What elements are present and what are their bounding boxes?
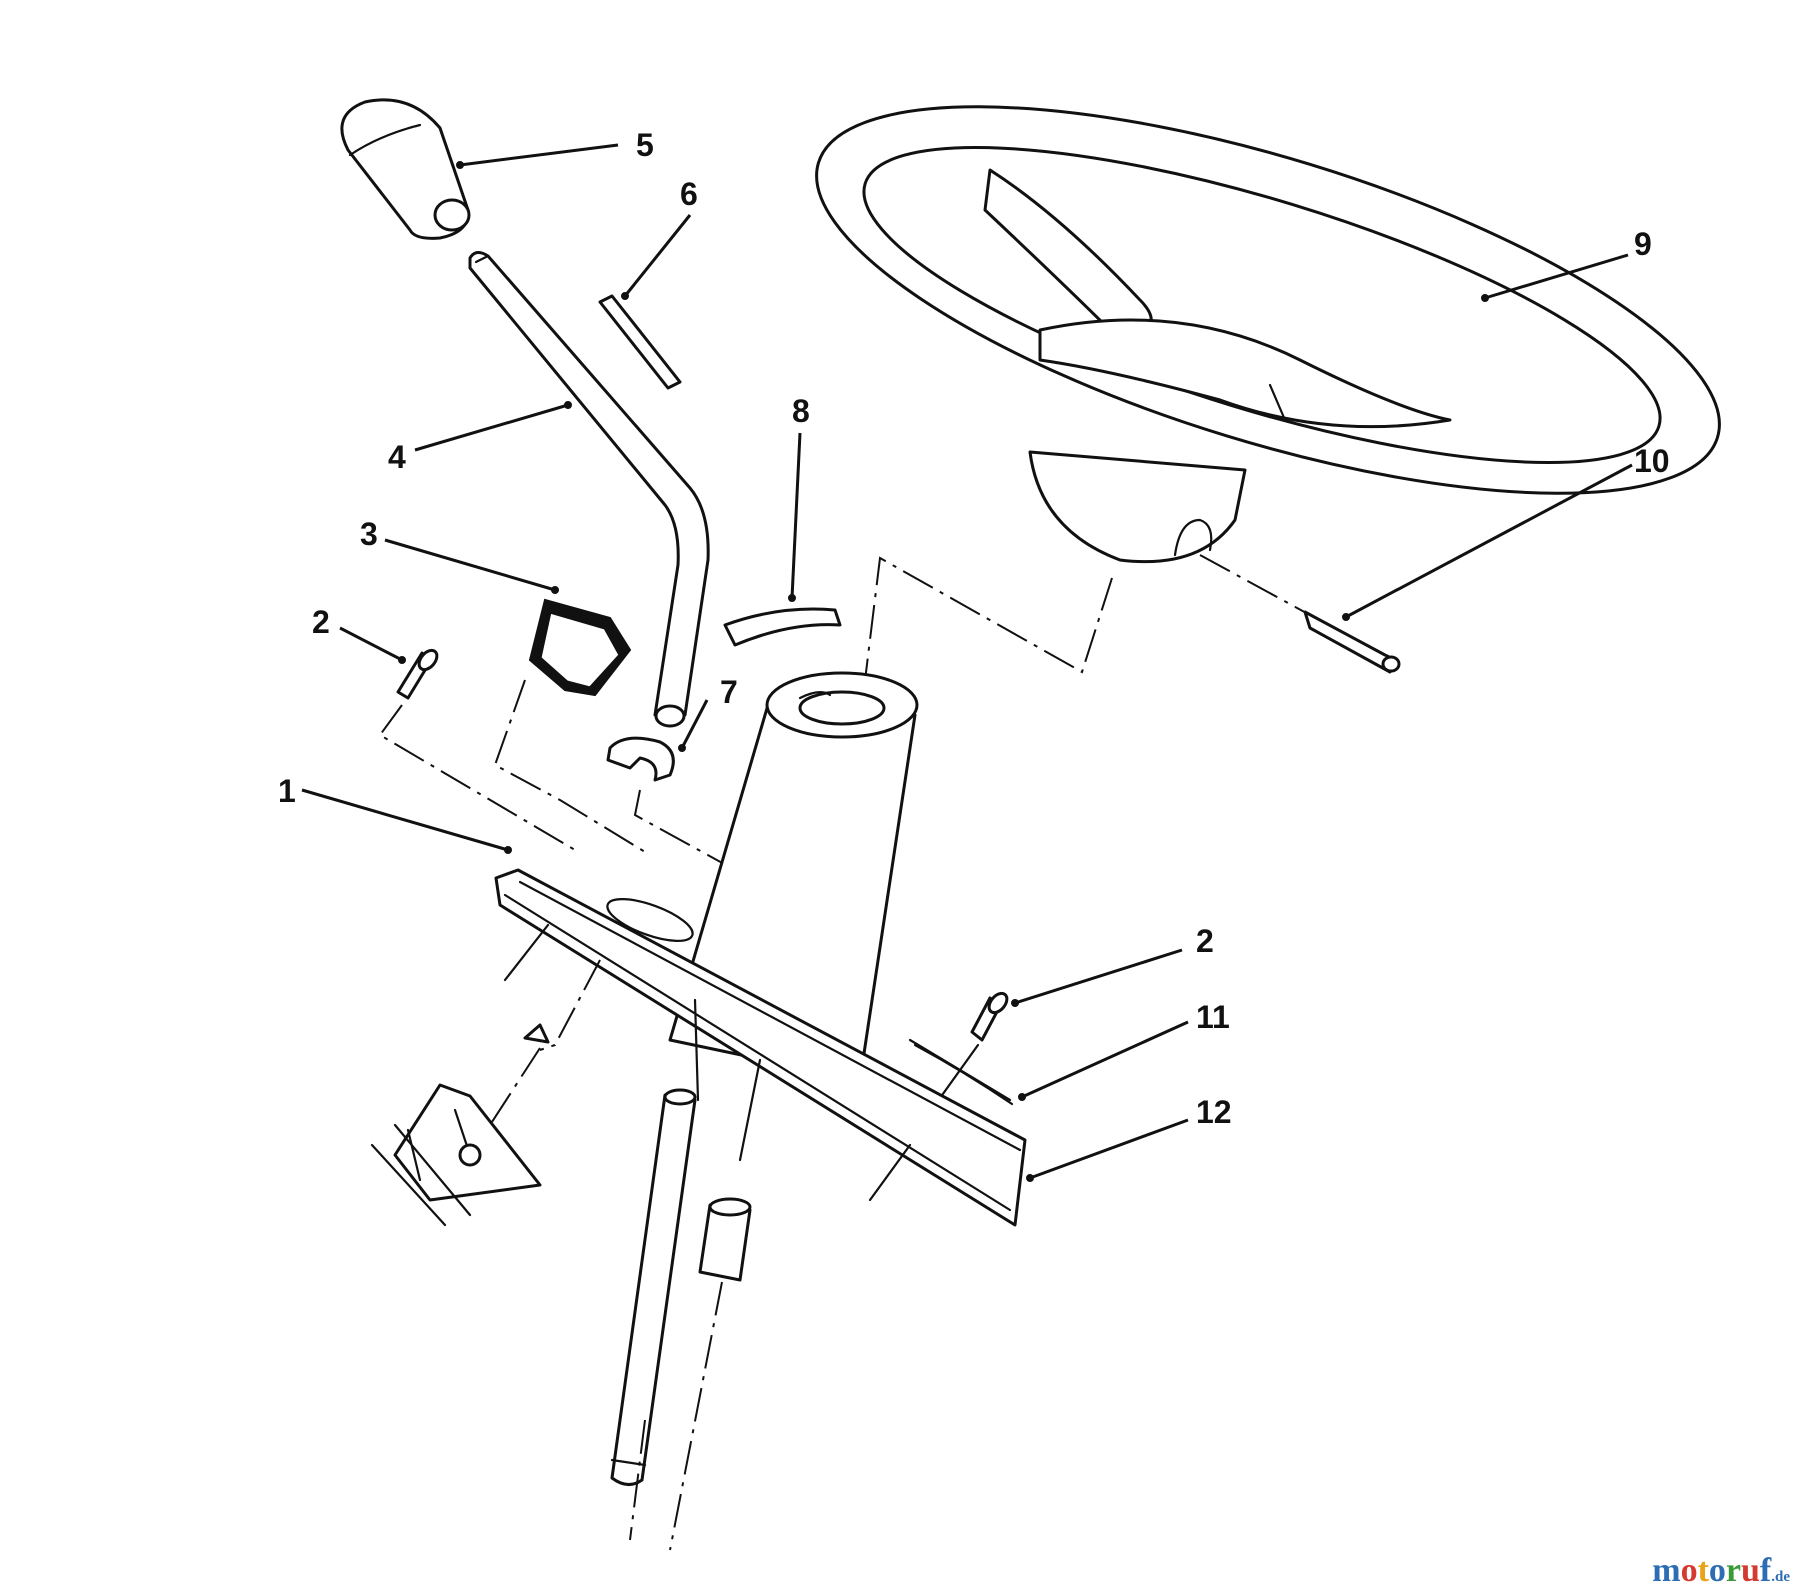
callout-12: 12 — [1196, 1094, 1232, 1130]
callout-10: 10 — [1634, 443, 1670, 479]
watermark-letter: o — [1708, 1552, 1726, 1589]
callout-1: 1 — [278, 773, 296, 809]
decal-part-8 — [723, 607, 842, 647]
knob-part-5 — [340, 98, 471, 240]
pin-part-10 — [1303, 610, 1401, 674]
callout-3: 3 — [360, 516, 378, 552]
lower-shaft-left — [610, 1088, 697, 1486]
callout-8: 8 — [792, 393, 810, 429]
motoruf-watermark: motoruf.de — [1652, 1552, 1790, 1590]
switch-bracket — [370, 1023, 550, 1227]
watermark-logo-text: motoruf — [1652, 1552, 1771, 1589]
watermark-letter: u — [1741, 1552, 1760, 1589]
watermark-letter: o — [1680, 1552, 1698, 1589]
callout-6: 6 — [680, 176, 698, 212]
watermark-letter: r — [1725, 1552, 1741, 1589]
callout-9: 9 — [1634, 226, 1652, 262]
boot-part-3 — [493, 598, 651, 856]
leader-lines — [301, 143, 1633, 1182]
watermark-letter: t — [1697, 1552, 1709, 1589]
callout-11: 11 — [1196, 999, 1230, 1035]
watermark-letter: m — [1652, 1552, 1681, 1589]
screw-part-2a — [378, 648, 576, 851]
pin-alignment-line — [1199, 554, 1311, 616]
callout-7: 7 — [720, 674, 738, 710]
insert-part-6 — [598, 294, 682, 390]
screw-part-2b — [933, 991, 1009, 1107]
dash-panel-part-12 — [494, 868, 1027, 1227]
callout-4: 4 — [388, 439, 406, 475]
callout-5: 5 — [636, 127, 654, 163]
callout-2a: 2 — [312, 604, 330, 640]
callout-2b: 2 — [1196, 923, 1214, 959]
watermark-letter: f — [1759, 1552, 1772, 1589]
watermark-suffix: .de — [1771, 1569, 1790, 1585]
wheel-alignment-line — [861, 556, 1113, 706]
shift-lever-part-4 — [468, 251, 710, 728]
lower-shaft-right — [629, 1197, 752, 1551]
steering-wheel-part-9 — [815, 105, 1721, 564]
